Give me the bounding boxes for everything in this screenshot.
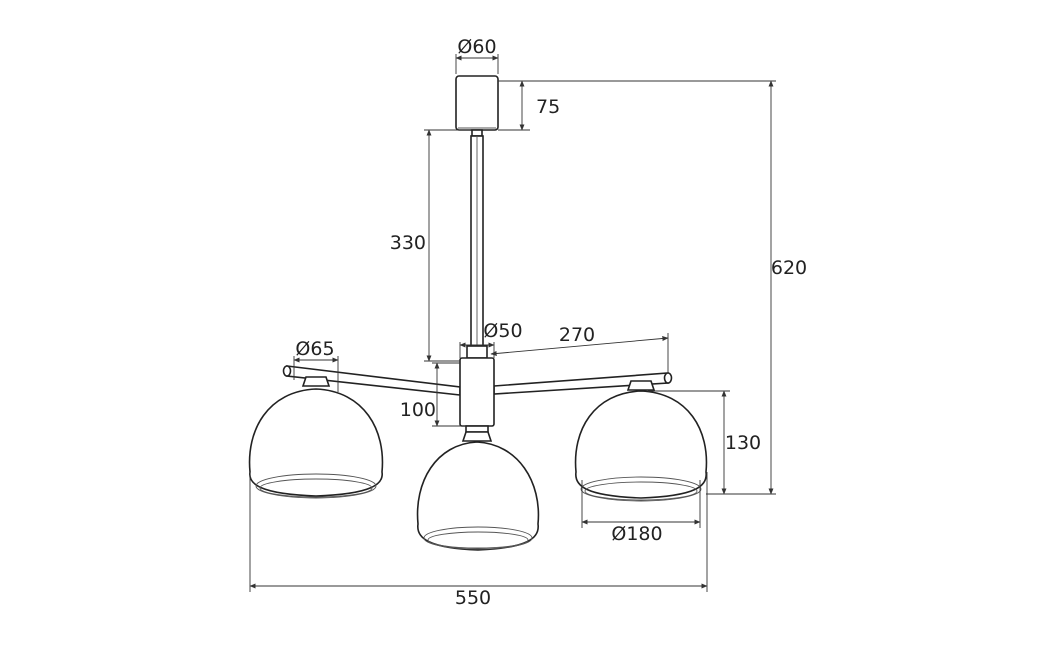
total-height-label: 620 — [771, 257, 807, 279]
rod-length-label: 330 — [390, 232, 426, 254]
hub-diameter-label: Ø50 — [483, 320, 522, 342]
right-shade — [574, 380, 708, 502]
hub-height-label: 100 — [400, 399, 436, 421]
socket-diameter-label: Ø65 — [295, 338, 334, 360]
shade-diameter-label: Ø180 — [611, 523, 662, 545]
ceiling-canopy — [455, 75, 499, 131]
arm-length-label: 270 — [559, 324, 595, 346]
dimension-labels: Ø60 75 330 Ø50 270 100 Ø65 130 Ø180 620 … — [295, 36, 807, 609]
canopy-diameter-label: Ø60 — [457, 36, 496, 58]
lamp-body — [248, 75, 708, 551]
center-shade — [416, 431, 540, 551]
total-width-label: 550 — [455, 587, 491, 609]
dimension-lines — [249, 54, 776, 592]
canopy-height-label: 75 — [536, 96, 560, 118]
shade-height-label: 130 — [725, 432, 761, 454]
left-shade — [248, 376, 384, 499]
center-hub — [459, 357, 495, 427]
